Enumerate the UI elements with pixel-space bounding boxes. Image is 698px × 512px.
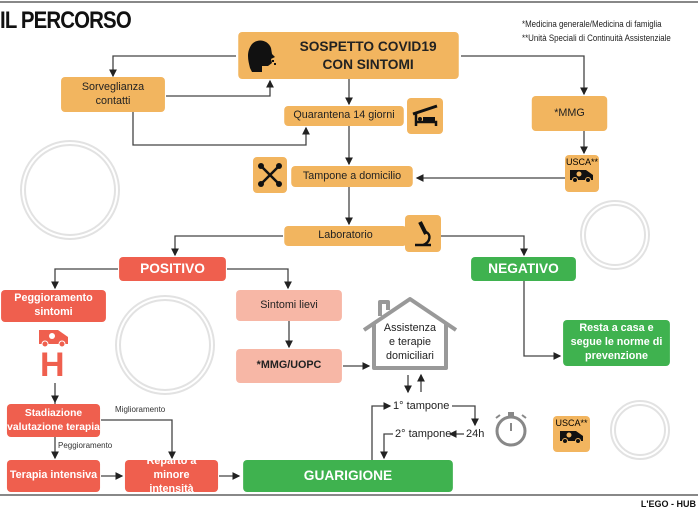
coughing-head-icon: [248, 40, 276, 72]
reparto-minore-intensita-box: Reparto a minore intensità: [124, 455, 219, 495]
microscope-icon: [405, 215, 441, 252]
mmg-uopc-box: *MMG/UOPC: [236, 349, 342, 383]
usca-label: USCA**: [565, 157, 598, 167]
virus-decoration: [20, 140, 120, 240]
ambulance-icon: [39, 330, 68, 348]
house-icon: [362, 297, 458, 370]
virus-decoration: [115, 295, 215, 395]
swab-icon: [253, 157, 287, 193]
footnote-usca: **Unità Speciali di Continuità Assistenz…: [522, 33, 671, 43]
stopwatch-icon: [495, 412, 527, 447]
usca-bottom-box: USCA**: [553, 416, 590, 452]
quarantena-box: Quarantena 14 giorni: [284, 106, 404, 126]
page-title: IL PERCORSO: [0, 7, 132, 34]
footnote-mmg: *Medicina generale/Medicina di famiglia: [522, 19, 662, 29]
bottom-rule: [0, 494, 698, 496]
secondo-tampone-label: 2° tampone: [395, 428, 452, 440]
peggioramento-sintomi-box: Peggioramento sintomi: [1, 290, 106, 322]
peggioramento-label: Peggioramento: [58, 441, 113, 450]
virus-decoration: [580, 200, 650, 270]
primo-tampone-label: 1° tampone: [393, 400, 450, 412]
resta-a-casa-box: Resta a casa e segue le norme di prevenz…: [563, 320, 670, 366]
stadiazione-box: Stadiazione valutazione terapia: [6, 404, 101, 437]
laboratorio-box: Laboratorio: [284, 226, 407, 246]
sospetto-covid-box: SOSPETTO COVID19 CON SINTOMI: [238, 32, 459, 79]
sospetto-line1: SOSPETTO COVID19: [299, 38, 437, 54]
assistenza-domiciliare-label: Assistenza e terapie domiciliari: [383, 322, 437, 362]
guarigione-box: GUARIGIONE: [243, 460, 453, 492]
tampone-domicilio-box: Tampone a domicilio: [291, 166, 413, 187]
ambulance-icon: [570, 170, 593, 183]
negativo-box: NEGATIVO: [471, 257, 576, 281]
credit: L'EGO - HUB: [640, 499, 696, 509]
top-rule: [0, 1, 698, 3]
terapia-intensiva-box: Terapia intensiva: [6, 460, 101, 492]
sintomi-lievi-box: Sintomi lievi: [236, 290, 342, 321]
hospital-icon: H: [40, 346, 65, 384]
ambulance-icon: [559, 431, 583, 444]
virus-decoration: [610, 400, 670, 460]
usca-bottom-label: USCA**: [555, 418, 588, 428]
sorveglianza-contatti-box: Sorveglianza contatti: [61, 77, 165, 112]
footnotes: *Medicina generale/Medicina di famiglia …: [522, 17, 671, 45]
mmg-box: *MMG: [531, 96, 608, 131]
positivo-box: POSITIVO: [119, 257, 226, 281]
bed-house-icon: [407, 98, 443, 134]
24h-label: 24h: [466, 428, 485, 440]
sospetto-line2: CON SINTOMI: [322, 55, 414, 72]
usca-box: USCA**: [565, 155, 599, 192]
miglioramento-label: Miglioramento: [115, 405, 166, 414]
